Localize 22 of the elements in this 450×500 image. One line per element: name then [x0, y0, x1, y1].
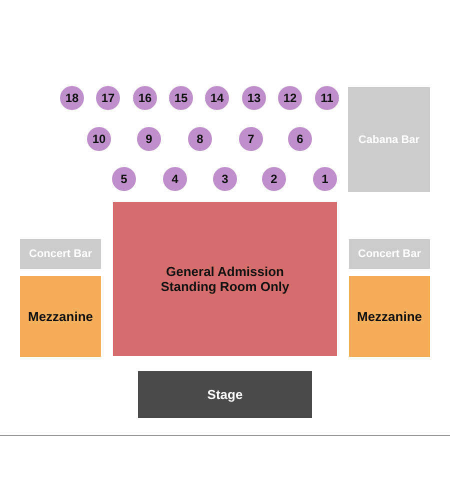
mezzanine-section: Mezzanine	[349, 276, 430, 357]
table-circle: 4	[163, 167, 187, 191]
table-circle: 7	[239, 127, 263, 151]
table-circle: 16	[133, 86, 157, 110]
table-circle: 5	[112, 167, 136, 191]
table-circle: 12	[278, 86, 302, 110]
stage-area: Stage	[138, 371, 312, 418]
table-circle: 15	[169, 86, 193, 110]
table-circle: 13	[242, 86, 266, 110]
table-circle: 6	[288, 127, 312, 151]
table-circle: 14	[205, 86, 229, 110]
table-circle: 10	[87, 127, 111, 151]
table-circle: 11	[315, 86, 339, 110]
table-circle: 18	[60, 86, 84, 110]
mezzanine-section: Mezzanine	[20, 276, 101, 357]
table-circle: 8	[188, 127, 212, 151]
standing-area: General Admission Standing Room Only	[113, 202, 337, 356]
table-circle: 17	[96, 86, 120, 110]
table-circle: 2	[262, 167, 286, 191]
table-circle: 3	[213, 167, 237, 191]
table-circle: 9	[137, 127, 161, 151]
table-circle: 1	[313, 167, 337, 191]
